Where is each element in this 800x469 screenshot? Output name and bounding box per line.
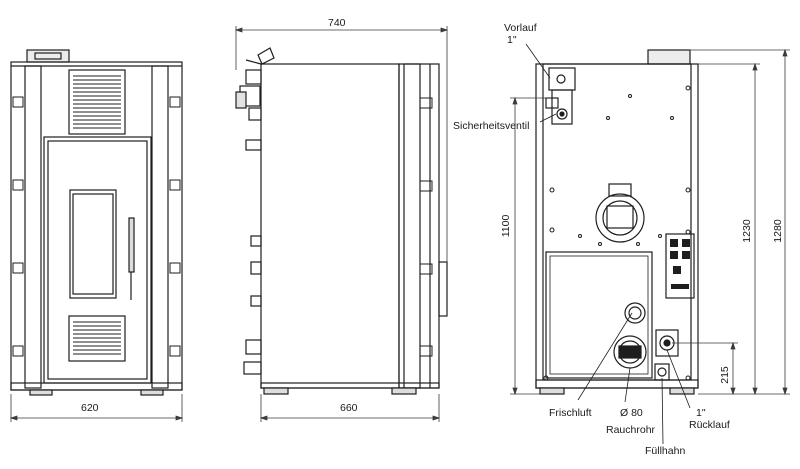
- rear-dimension-lines: [510, 48, 790, 396]
- label-fuellhahn: Füllhahn: [645, 445, 686, 457]
- rear-leader-lines: [525, 43, 691, 445]
- label-rauchrohr-size: Ø 80: [620, 407, 643, 419]
- label-frischluft: Frischluft: [549, 407, 592, 419]
- dim-1230-label: 1230: [741, 219, 753, 243]
- label-vorlauf: Vorlauf: [504, 22, 537, 34]
- label-rauchrohr: Rauchrohr: [606, 424, 656, 436]
- label-sicherheitsventil: Sicherheitsventil: [453, 120, 530, 132]
- dim-740-line: [234, 26, 449, 262]
- dim-1100-label: 1100: [500, 214, 512, 238]
- dim-620-line: [9, 394, 184, 422]
- label-ruecklauf: Rücklauf: [689, 419, 730, 431]
- side-view: [235, 47, 448, 395]
- dim-1280-label: 1280: [772, 219, 784, 243]
- dim-215-label: 215: [719, 366, 731, 384]
- dim-620-label: 620: [81, 402, 99, 414]
- rear-view: [535, 49, 699, 395]
- label-vorlauf-size: 1": [507, 34, 517, 46]
- label-ruecklauf-size: 1": [696, 407, 706, 419]
- dim-660-line: [259, 394, 441, 422]
- dim-660-label: 660: [340, 402, 358, 414]
- front-view: [10, 49, 183, 396]
- dim-740-label: 740: [328, 17, 346, 29]
